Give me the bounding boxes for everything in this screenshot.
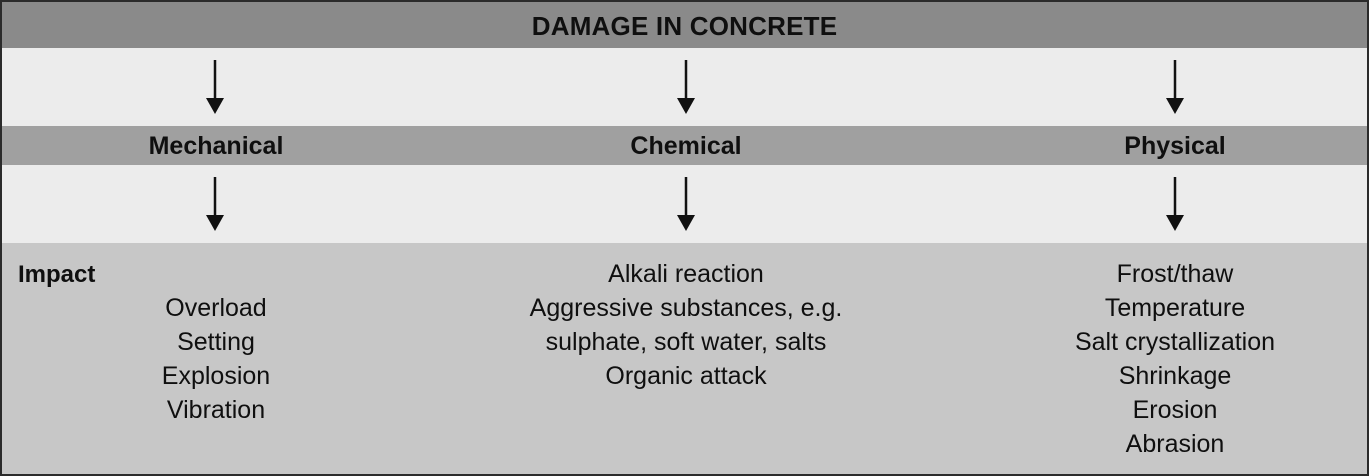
list-item: Vibration <box>166 396 266 424</box>
list-item: Alkali reaction <box>608 260 764 288</box>
arrow-band-bottom <box>2 165 1367 243</box>
list-item: Temperature <box>1104 294 1246 322</box>
content-band: Impact Overload Setting Explosion Vibrat… <box>2 243 1367 474</box>
arrow-down-icon <box>677 60 695 114</box>
arrow-band-top <box>2 48 1367 126</box>
mechanical-list: Overload Setting Explosion Vibration <box>162 291 270 427</box>
list-item: Frost/thaw <box>1116 260 1234 288</box>
list-item: Erosion <box>1132 396 1218 424</box>
list-item: Shrinkage <box>1118 362 1232 390</box>
arrow-down-icon <box>206 177 224 231</box>
diagram-title: DAMAGE IN CONCRETE <box>531 11 838 41</box>
list-item: Aggressive substances, e.g. <box>529 294 843 322</box>
list-item: Salt crystallization <box>1074 328 1276 356</box>
category-chemical: Chemical <box>630 132 742 160</box>
list-item: Setting <box>177 328 255 356</box>
impact-label: Impact <box>18 261 96 288</box>
list-item: Explosion <box>161 362 271 390</box>
arrow-down-icon <box>1166 60 1184 114</box>
list-item: sulphate, soft water, salts <box>545 328 827 356</box>
arrow-down-icon <box>677 177 695 231</box>
category-band: Mechanical Chemical Physical <box>2 126 1367 165</box>
physical-list: Frost/thaw Temperature Salt crystallizat… <box>1075 257 1275 461</box>
list-item: Organic attack <box>605 362 767 390</box>
category-physical: Physical <box>1124 132 1226 160</box>
arrow-down-icon <box>1166 177 1184 231</box>
category-mechanical: Mechanical <box>148 132 284 160</box>
chemical-list: Alkali reaction Aggressive substances, e… <box>530 257 843 393</box>
arrow-down-icon <box>206 60 224 114</box>
list-item: Overload <box>165 294 267 322</box>
title-band: DAMAGE IN CONCRETE <box>2 2 1367 48</box>
list-item: Abrasion <box>1125 430 1225 458</box>
